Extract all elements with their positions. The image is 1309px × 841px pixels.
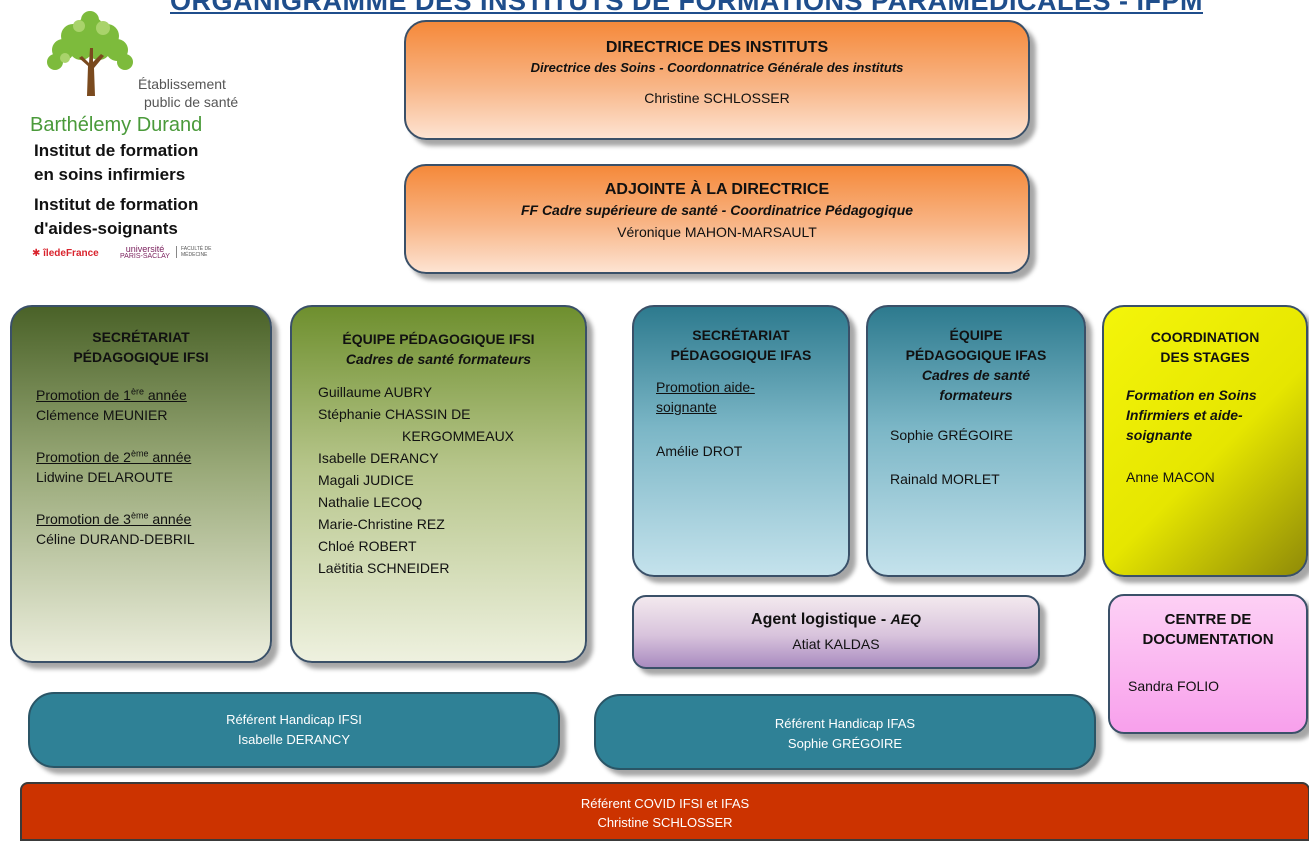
doc-title2: DOCUMENTATION (1142, 631, 1274, 648)
promo3-label: Promotion de 3ème année (36, 509, 270, 529)
directrice-title: DIRECTRICE DES INSTITUTS (605, 39, 829, 56)
handicap-ifsi-name: Isabelle DERANCY (238, 732, 350, 747)
coord-title2: DES STAGES (1160, 349, 1250, 365)
logo-line2: public de santé (144, 94, 239, 110)
sec-ifas-promo2: soignante (656, 399, 717, 415)
covid-bar: Référent COVID IFSI et IFAS Christine SC… (20, 782, 1309, 841)
adjointe-name: Véronique MAHON-MARSAULT (617, 224, 817, 240)
agent-box: Agent logistique - AEQ Atiat KALDAS (632, 595, 1040, 669)
promo3-name: Céline DURAND-DEBRIL (36, 531, 195, 547)
doc-name: Sandra FOLIO (1128, 678, 1220, 694)
handicap-ifas-name: Sophie GRÉGOIRE (787, 736, 903, 751)
secretariat-ifsi-box: SECRÉTARIAT PÉDAGOGIQUE IFSI Promotion d… (10, 305, 272, 663)
sec-ifas-title2: PÉDAGOGIQUE IFAS (670, 347, 812, 363)
promo2-label: Promotion de 2ème année (36, 447, 270, 467)
directrice-name: Christine SCHLOSSER (644, 90, 790, 106)
promo2-name: Lidwine DELAROUTE (36, 469, 173, 485)
sec-ifsi-title2: PÉDAGOGIQUE IFSI (73, 349, 209, 365)
coord-sub3: soignante (1126, 427, 1193, 443)
fac1: FACULTÉ DE (181, 246, 212, 252)
coord-title1: COORDINATION (1150, 329, 1260, 345)
equipe-ifsi-title: ÉQUIPE PÉDAGOGIQUE IFSI (342, 331, 535, 347)
promo1-name: Clémence MEUNIER (36, 407, 168, 423)
member: Laëtitia SCHNEIDER (318, 560, 450, 576)
logo-line1: Établissement (138, 76, 226, 92)
member: Marie-Christine REZ (318, 516, 445, 532)
member: KERGOMMEAUX (402, 428, 515, 444)
promo1-label: Promotion de 1ère année (36, 385, 270, 405)
promo1-post: année (143, 387, 187, 403)
promo2-post: année (148, 449, 192, 465)
coord-sub1: Formation en Soins (1126, 387, 1257, 403)
fac2: MÉDECINE (181, 252, 208, 258)
covid-name: Christine SCHLOSSER (597, 815, 733, 830)
promo3-pre: Promotion de 3 (36, 511, 131, 527)
agent-title: Agent logistique - AEQ (634, 609, 1038, 630)
coordination-box: COORDINATION DES STAGES Formation en Soi… (1102, 305, 1308, 577)
coord-sub2: Infirmiers et aide- (1126, 407, 1243, 423)
equipe-ifas-name1: Sophie GRÉGOIRE (890, 427, 1013, 443)
adjointe-title: ADJOINTE À LA DIRECTRICE (604, 181, 830, 198)
page-title: ORGANIGRAMME DES INSTITUTS DE FORMATIONS… (170, 0, 1203, 16)
handicap-ifsi-box: Référent Handicap IFSI Isabelle DERANCY (28, 692, 560, 768)
adjointe-box: ADJOINTE À LA DIRECTRICE FF Cadre supéri… (404, 164, 1030, 274)
doc-title1: CENTRE DE (1164, 611, 1252, 628)
member: Chloé ROBERT (318, 538, 417, 554)
member: Guillaume AUBRY (318, 384, 433, 400)
univ2: PARIS-SACLAY (120, 253, 170, 260)
promo2-sup: ème (130, 448, 149, 459)
fac-logo: FACULTÉ DE MÉDECINE (176, 246, 211, 258)
sec-ifas-name: Amélie DROT (656, 443, 743, 459)
member: Nathalie LECOQ (318, 494, 423, 510)
equipe-ifas-title2: PÉDAGOGIQUE IFAS (905, 347, 1047, 363)
member: Isabelle DERANCY (318, 450, 439, 466)
sec-ifas-title1: SECRÉTARIAT (692, 327, 790, 343)
coord-name: Anne MACON (1126, 469, 1215, 485)
directrice-box: DIRECTRICE DES INSTITUTS Directrice des … (404, 20, 1030, 140)
logo: Établissement public de santé Barthélemy… (30, 8, 245, 263)
tree-icon (47, 11, 133, 96)
directrice-subtitle: Directrice des Soins - Coordonnatrice Gé… (530, 60, 904, 75)
equipe-ifas-box: ÉQUIPE PÉDAGOGIQUE IFAS Cadres de santé … (866, 305, 1086, 577)
handicap-ifas-title: Référent Handicap IFAS (774, 716, 916, 731)
agent-title-text: Agent logistique - (751, 611, 891, 628)
equipe-ifsi-list: Guillaume AUBRY Stéphanie CHASSIN DE KER… (318, 381, 585, 579)
inst2b: d'aides-soignants (34, 219, 178, 238)
equipe-ifas-sub1: Cadres de santé (921, 367, 1031, 383)
univ1: université (125, 244, 165, 254)
promo2-pre: Promotion de 2 (36, 449, 131, 465)
sec-ifas-promo1: Promotion aide- (656, 379, 755, 395)
sec-ifsi-title1: SECRÉTARIAT (92, 329, 190, 345)
inst1a: Institut de formation (34, 141, 199, 160)
promo1-pre: Promotion de 1 (36, 387, 131, 403)
equipe-ifas-title1: ÉQUIPE (949, 327, 1003, 343)
handicap-ifas-box: Référent Handicap IFAS Sophie GRÉGOIRE (594, 694, 1096, 770)
logo-name: Barthélemy Durand (30, 114, 203, 136)
agent-name: Atiat KALDAS (792, 636, 880, 652)
equipe-ifsi-box: ÉQUIPE PÉDAGOGIQUE IFSI Cadres de santé … (290, 305, 587, 663)
agent-title-italic: AEQ (890, 611, 921, 627)
inst1b: en soins infirmiers (34, 165, 186, 184)
univ-logo: université PARIS-SACLAY (120, 245, 170, 261)
inst2a: Institut de formation (34, 195, 199, 214)
member: Magali JUDICE (318, 472, 414, 488)
equipe-ifas-name2: Rainald MORLET (890, 471, 1000, 487)
adjointe-subtitle: FF Cadre supérieure de santé - Coordinat… (520, 202, 914, 218)
member: Stéphanie CHASSIN DE (318, 406, 471, 422)
promo3-sup: ème (130, 510, 149, 521)
covid-title: Référent COVID IFSI et IFAS (580, 796, 750, 811)
equipe-ifas-sub2: formateurs (939, 387, 1013, 403)
promo1-sup: ère (130, 386, 144, 397)
secretariat-ifas-box: SECRÉTARIAT PÉDAGOGIQUE IFAS Promotion a… (632, 305, 850, 577)
handicap-ifsi-title: Référent Handicap IFSI (226, 712, 362, 727)
equipe-ifsi-subtitle: Cadres de santé formateurs (345, 351, 532, 367)
idf-logo: ✱ îledeFrance (32, 248, 99, 259)
documentation-box: CENTRE DE DOCUMENTATION Sandra FOLIO (1108, 594, 1308, 734)
promo3-post: année (148, 511, 192, 527)
